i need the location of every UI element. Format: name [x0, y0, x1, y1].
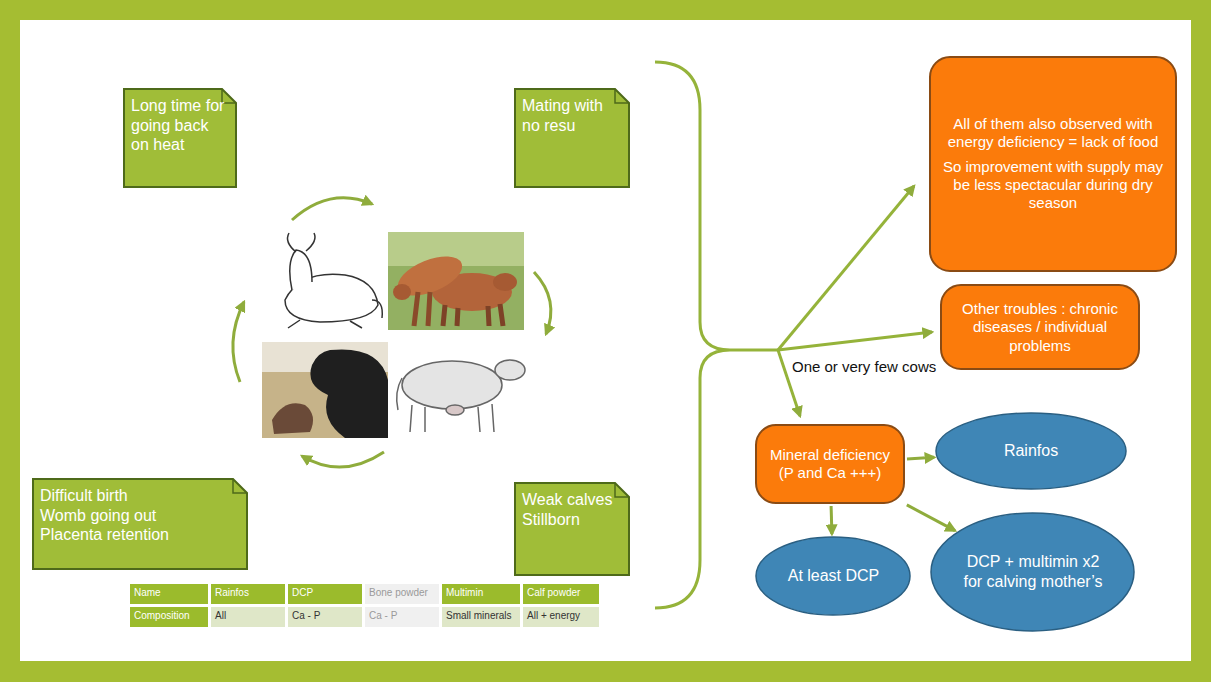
symptom-tag: Mating with no resu — [514, 88, 630, 188]
table-cell: Composition — [130, 607, 208, 627]
node-text: Mating with no resu — [522, 96, 618, 135]
table-cell: Name — [130, 584, 208, 604]
node-shape — [755, 424, 905, 504]
bracket — [655, 62, 932, 608]
node-text-wrap: Difficult birthWomb going outPlacenta re… — [40, 486, 236, 545]
symptom-tag: Weak calvesStillborn — [514, 482, 630, 576]
cause-box: All of them also observed with energy de… — [929, 56, 1177, 272]
table-cell: Rainfos — [211, 584, 285, 604]
table-cell: All + energy — [523, 607, 599, 627]
node-text: Rainfos — [960, 441, 1102, 461]
node-text-wrap: DCP + multimin x2 for calving mother’s — [957, 552, 1109, 591]
node-text-wrap: Rainfos — [960, 441, 1102, 461]
node-text: Mineral deficiency (P and Ca +++) — [765, 446, 895, 483]
table-cell: DCP — [288, 584, 362, 604]
node-text-wrap: Long time for going back on heat — [131, 96, 225, 155]
node-text: Placenta retention — [40, 525, 236, 545]
node-text: All of them also observed with energy de… — [939, 115, 1167, 152]
remedy-ellipse: Rainfos — [935, 412, 1127, 490]
node-text-wrap: Mineral deficiency (P and Ca +++) — [765, 446, 895, 483]
node-text: Difficult birth — [40, 486, 236, 506]
node-text-wrap: Weak calvesStillborn — [522, 490, 618, 529]
node-text: Womb going out — [40, 506, 236, 526]
table-cell: Multimin — [442, 584, 520, 604]
table-cell: Calf powder — [523, 584, 599, 604]
connector-arrow — [830, 506, 834, 534]
table-cell: Small minerals — [442, 607, 520, 627]
table-cell: Ca - P — [365, 607, 439, 627]
table-cell: Ca - P — [288, 607, 362, 627]
table-cell: Bone powder — [365, 584, 439, 604]
node-text-wrap: Other troubles : chronic diseases / indi… — [950, 300, 1130, 355]
note-label: One or very few cows — [792, 358, 936, 375]
symptom-tag: Difficult birthWomb going outPlacenta re… — [32, 478, 248, 570]
mating-photo — [388, 232, 524, 330]
node-text: At least DCP — [776, 566, 891, 586]
remedy-ellipse: At least DCP — [755, 536, 911, 616]
node-text: Long time for going back on heat — [131, 96, 225, 155]
cycle-arrow — [233, 198, 551, 467]
connector-arrow — [907, 457, 934, 459]
node-text: So improvement with supply may be less s… — [939, 158, 1167, 213]
symptom-tag: Long time for going back on heat — [123, 88, 237, 188]
calving-photo — [262, 342, 388, 438]
remedy-ellipse: DCP + multimin x2 for calving mother’s — [930, 512, 1135, 632]
node-text: Weak calves — [522, 490, 618, 510]
node-text: Stillborn — [522, 510, 618, 530]
node-shape — [930, 512, 1135, 632]
node-text-wrap: At least DCP — [776, 566, 891, 586]
cause-box: Other troubles : chronic diseases / indi… — [940, 284, 1140, 370]
node-text: DCP + multimin x2 for calving mother’s — [957, 552, 1109, 591]
node-text: Other troubles : chronic diseases / indi… — [950, 300, 1130, 355]
cow-standing-sketch — [397, 360, 525, 432]
table-cell: All — [211, 607, 285, 627]
cause-box: Mineral deficiency (P and Ca +++) — [755, 424, 905, 504]
node-text-wrap: Mating with no resu — [522, 96, 618, 135]
node-text-wrap: All of them also observed with energy de… — [939, 115, 1167, 212]
cow-lying-sketch — [285, 233, 382, 328]
connector-arrow — [907, 505, 955, 531]
